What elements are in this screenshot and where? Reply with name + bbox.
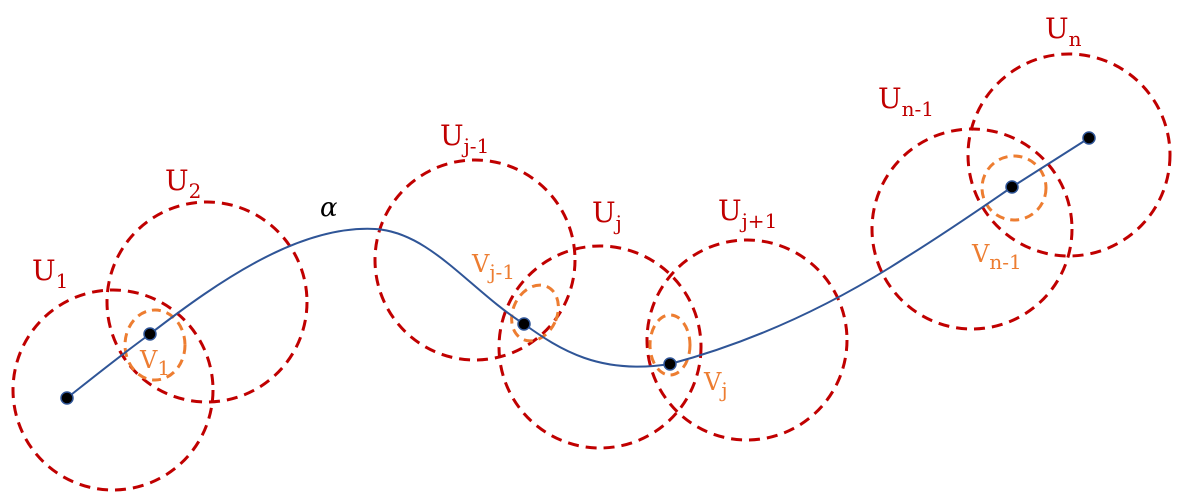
point [663,357,677,371]
point [143,327,157,341]
label-u1: U1 [32,254,68,293]
label-uj-1: Uj-1 [440,119,489,158]
label-vn-1: Vn-1 [971,240,1022,274]
open-set-u2 [105,200,309,404]
neighborhood-vj-1 [510,283,560,343]
label-vj-1: Vj-1 [471,250,515,284]
label-uj+1: Uj+1 [718,194,777,233]
neighborhood-vj [648,313,692,377]
label-un: Un [1045,12,1082,51]
label-vj: Vj [703,368,728,402]
open-set-u1 [11,288,215,492]
label-v1: V1 [139,346,170,380]
open-set-uj-1 [373,158,577,362]
point [517,317,531,331]
curve-alpha [66,137,1090,399]
label-u2: U2 [165,164,201,203]
open-set-un-1 [870,127,1074,331]
point [1005,180,1019,194]
neighborhood-v1 [123,308,187,382]
curve-label: α [320,193,338,223]
point [1082,131,1096,145]
open-set-un [966,52,1172,258]
label-uj: Uj [592,196,622,235]
point [60,391,74,405]
open-set-uj [497,244,703,450]
open-set-uj+1 [645,238,849,442]
label-un-1: Un-1 [878,82,934,121]
neighborhood-vn-1 [980,154,1048,222]
